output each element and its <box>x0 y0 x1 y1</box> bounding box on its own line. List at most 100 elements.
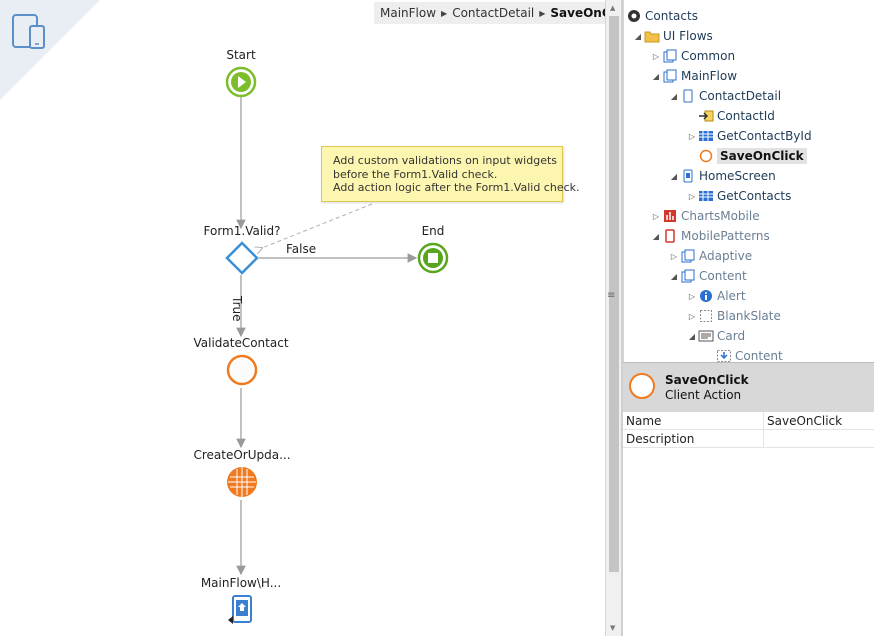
client-action-icon <box>226 354 258 386</box>
note-line: Add custom validations on input widgets <box>333 154 558 167</box>
tree-item-content-placeholder[interactable]: Content <box>716 346 783 362</box>
property-value-description[interactable] <box>763 429 874 448</box>
end-icon <box>417 242 449 274</box>
end-label: End <box>421 224 445 238</box>
module-icon <box>626 8 642 24</box>
property-row: Name SaveOnClick <box>623 412 874 430</box>
tree-item-adaptive[interactable]: ▷ Adaptive <box>668 246 752 266</box>
note-line: before the Form1.Valid check. <box>333 167 498 181</box>
panel-splitter[interactable] <box>621 0 623 636</box>
tree-item-content[interactable]: ◢ Content <box>668 266 747 286</box>
corner-badge <box>0 0 100 100</box>
tree-item-contactdetail[interactable]: ◢ ContactDetail <box>668 86 781 106</box>
end-node[interactable] <box>417 242 449 277</box>
collapsed-arrow-icon[interactable]: ▷ <box>688 131 696 141</box>
properties-subtitle: Client Action <box>665 388 742 402</box>
scroll-thumb[interactable] <box>609 16 619 572</box>
screen-icon <box>680 88 696 104</box>
false-branch-label: False <box>286 242 317 256</box>
flow-connectors <box>236 96 418 576</box>
start-icon <box>225 66 257 98</box>
charts-module-icon <box>662 208 678 224</box>
expanded-arrow-icon[interactable]: ◢ <box>652 71 660 81</box>
validate-label: ValidateContact <box>193 336 289 350</box>
splitter-grip-icon[interactable]: ≡ <box>607 290 616 301</box>
true-branch-label: True <box>230 296 244 322</box>
scroll-up-icon[interactable]: ▲ <box>610 4 616 12</box>
tree-item-card[interactable]: ◢ Card <box>686 326 745 346</box>
property-name: Description <box>623 429 764 448</box>
properties-panel <box>623 412 874 636</box>
tree-item-blankslate[interactable]: ▷ BlankSlate <box>686 306 781 326</box>
tree-item-alert[interactable]: ▷ Alert <box>686 286 746 306</box>
breadcrumb: MainFlow ▶ ContactDetail ▶ SaveOnClick <box>374 2 640 24</box>
tree-item-contactid[interactable]: ContactId <box>698 106 775 126</box>
collapsed-arrow-icon[interactable]: ▷ <box>688 291 696 301</box>
note-line: Add action logic after the Form1.Valid c… <box>333 181 580 194</box>
expanded-arrow-icon[interactable]: ◢ <box>652 231 660 241</box>
destination-label: MainFlow\H... <box>200 576 282 590</box>
entity-action-icon <box>227 467 257 497</box>
expanded-arrow-icon[interactable]: ◢ <box>670 271 678 281</box>
flow-canvas[interactable]: Start Form1.Valid? False True End Add cu… <box>0 0 605 636</box>
chevron-right-icon: ▶ <box>441 8 448 18</box>
expanded-arrow-icon[interactable]: ◢ <box>634 31 642 41</box>
mobile-device-icon <box>12 14 46 53</box>
property-name: Name <box>623 412 764 430</box>
tree-item-saveonclick[interactable]: SaveOnClick <box>698 146 807 166</box>
collapsed-arrow-icon[interactable]: ▷ <box>688 191 696 201</box>
property-value-name[interactable]: SaveOnClick <box>763 412 874 430</box>
card-icon <box>698 328 714 344</box>
tree-item-mobilepatterns[interactable]: ◢ MobilePatterns <box>650 226 770 246</box>
input-parameter-icon <box>698 108 714 124</box>
vertical-scrollbar[interactable]: ▲ ▼ <box>605 0 622 636</box>
if-node-label: Form1.Valid? <box>203 224 281 238</box>
properties-title: SaveOnClick <box>665 373 749 387</box>
info-icon <box>698 288 714 304</box>
create-label: CreateOrUpda... <box>193 448 291 462</box>
destination-node[interactable] <box>227 594 255 629</box>
flow-icon <box>662 68 678 84</box>
tree-item-common[interactable]: ▷ Common <box>650 46 735 66</box>
properties-table: Name SaveOnClick Description <box>623 412 874 448</box>
client-action-icon <box>698 148 714 164</box>
tree-item-chartsmobile[interactable]: ▷ ChartsMobile <box>650 206 760 226</box>
collapsed-arrow-icon[interactable]: ▷ <box>652 211 660 221</box>
tree-item-ui-flows[interactable]: ◢ UI Flows <box>632 26 713 46</box>
screen-destination-icon <box>228 595 252 624</box>
aggregate-icon <box>698 188 714 204</box>
tree-item-getcontactbyid[interactable]: ▷ GetContactById <box>686 126 812 146</box>
create-node[interactable] <box>226 466 258 501</box>
start-node[interactable] <box>225 66 257 101</box>
scroll-down-icon[interactable]: ▼ <box>610 624 616 632</box>
expanded-arrow-icon[interactable]: ◢ <box>670 91 678 101</box>
chevron-right-icon: ▶ <box>539 8 546 18</box>
tree-item-getcontacts[interactable]: ▷ GetContacts <box>686 186 791 206</box>
aggregate-icon <box>698 128 714 144</box>
collapsed-arrow-icon[interactable]: ▷ <box>670 251 678 261</box>
comment-note[interactable]: Add custom validations on input widgets … <box>321 146 580 202</box>
breadcrumb-item[interactable]: MainFlow <box>380 6 437 20</box>
block-icon <box>698 308 714 324</box>
collapsed-arrow-icon[interactable]: ▷ <box>652 51 660 61</box>
elements-tree: Contacts ◢ UI Flows ▷ Common ◢ MainFlow … <box>623 0 874 362</box>
mobile-module-icon <box>662 228 678 244</box>
collapsed-arrow-icon[interactable]: ▷ <box>688 311 696 321</box>
flow-icon <box>662 48 678 64</box>
properties-header: SaveOnClick Client Action <box>623 362 874 413</box>
breadcrumb-item[interactable]: ContactDetail <box>452 6 535 20</box>
property-row: Description <box>623 429 874 448</box>
if-node[interactable] <box>225 241 259 278</box>
flow-icon <box>680 248 696 264</box>
flow-icon <box>680 268 696 284</box>
validate-node[interactable] <box>226 354 258 389</box>
screen-icon <box>680 168 696 184</box>
tree-item-homescreen[interactable]: ◢ HomeScreen <box>668 166 776 186</box>
start-label: Start <box>226 48 256 62</box>
tree-item-mainflow[interactable]: ◢ MainFlow <box>650 66 737 86</box>
expanded-arrow-icon[interactable]: ◢ <box>670 171 678 181</box>
expanded-arrow-icon[interactable]: ◢ <box>688 331 696 341</box>
tree-item-contacts[interactable]: Contacts <box>626 6 698 26</box>
diamond-icon <box>225 241 259 275</box>
folder-icon <box>644 28 660 44</box>
